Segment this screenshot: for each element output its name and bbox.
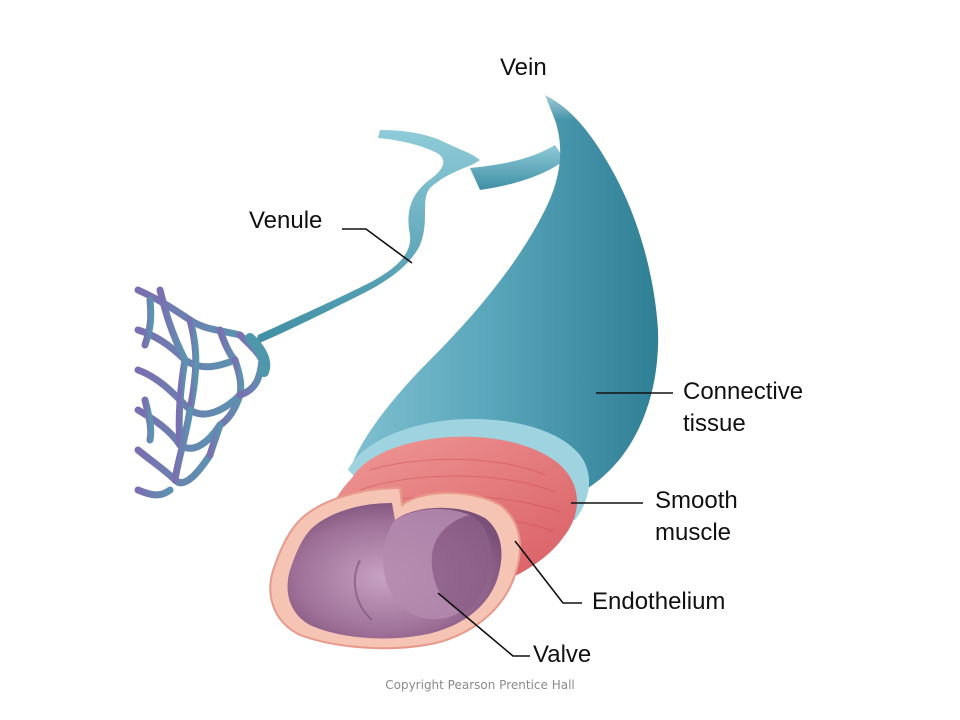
smooth-muscle-label-line1: Smooth xyxy=(655,487,738,514)
venule xyxy=(245,130,565,377)
leader-lines xyxy=(342,228,673,657)
smooth-muscle-label-line2: muscle xyxy=(655,519,731,546)
valve-label: Valve xyxy=(533,641,591,668)
connective-tissue-label-line2: tissue xyxy=(683,410,746,437)
valve-cusps xyxy=(353,508,491,621)
vein-label: Vein xyxy=(500,54,547,81)
endothelium-label: Endothelium xyxy=(592,588,725,615)
valve-leader xyxy=(437,592,530,657)
venule-label: Venule xyxy=(249,207,322,234)
vein-body xyxy=(350,70,659,502)
endothelium-leader xyxy=(514,540,582,604)
capillary-network xyxy=(134,286,266,499)
venule-leader xyxy=(342,228,413,264)
connective-tissue-label-line1: Connective xyxy=(683,378,803,405)
copyright-notice: Copyright Pearson Prentice Hall xyxy=(385,678,575,692)
